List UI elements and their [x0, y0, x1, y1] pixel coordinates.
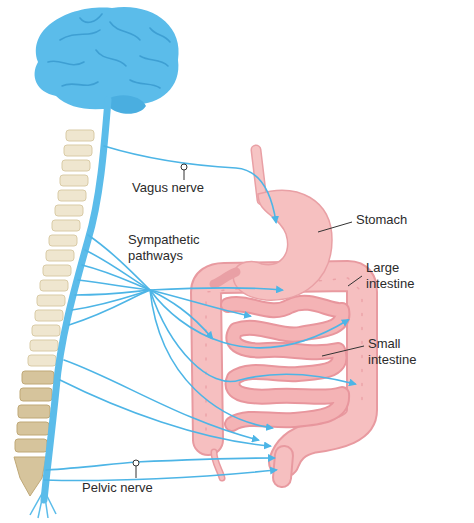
- vagus-nerve-line: [104, 146, 276, 222]
- spinal-cord: [44, 100, 108, 500]
- pelvic-nerve-line: [46, 458, 274, 470]
- part-label: Sympathetic pathways: [128, 232, 228, 264]
- part-label: Pelvic nerve: [82, 480, 192, 496]
- large-intestine: [206, 276, 362, 478]
- leader-lines: [136, 170, 364, 478]
- part-label: Large intestine: [366, 260, 438, 292]
- leader-dot: [181, 164, 187, 170]
- small-intestine: [228, 303, 342, 424]
- leader-dot: [133, 460, 139, 466]
- part-label: Stomach: [356, 212, 456, 228]
- nerve-pathways: [44, 146, 355, 481]
- cauda-equina: [30, 490, 56, 518]
- part-label: Vagus nerve: [132, 180, 242, 196]
- stomach: [214, 150, 332, 300]
- part-label: Small intestine: [368, 336, 440, 368]
